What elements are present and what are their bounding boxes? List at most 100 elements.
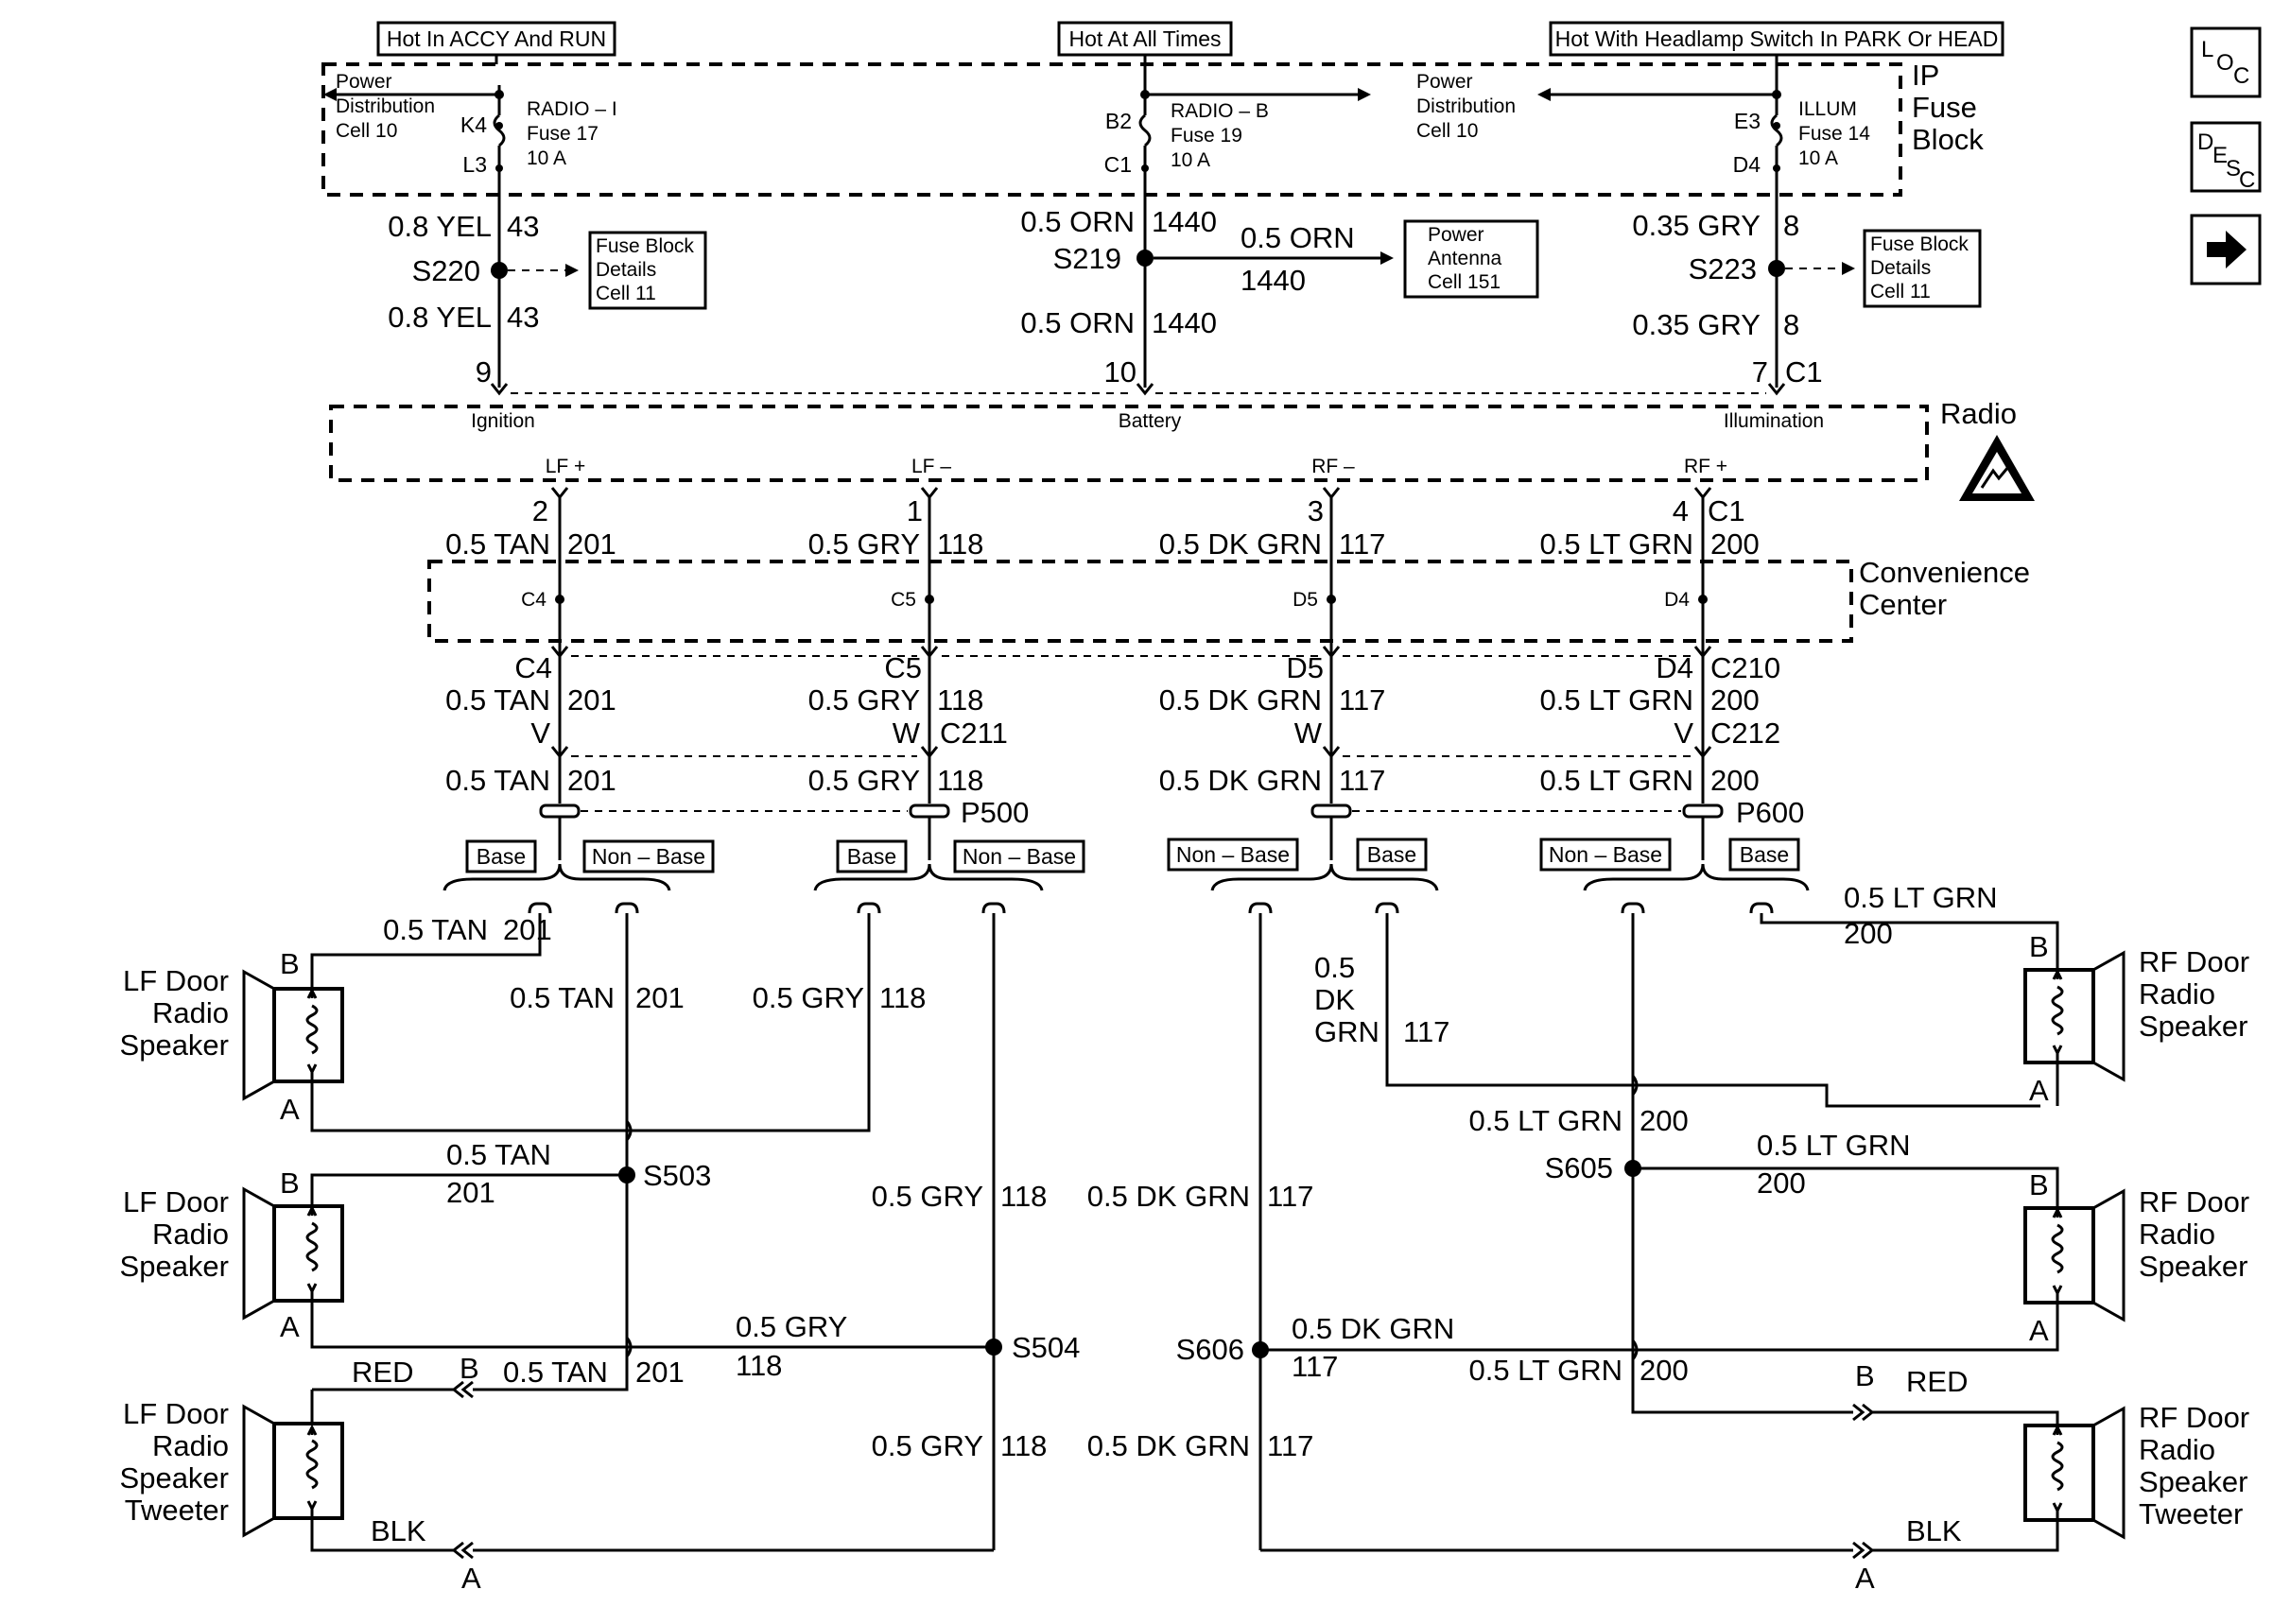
fuse14-name: ILLUM <box>1798 98 1857 120</box>
c212-label: C212 <box>1710 717 1780 750</box>
rf-tweeter-neg-terminal: A <box>1855 1562 1875 1595</box>
rf-neg-base-option: Base <box>1367 842 1416 867</box>
rf-neg-wire-color-2: 0.5 DK GRN <box>1159 683 1322 717</box>
lf-spk2-terminal-b: B <box>280 1166 300 1200</box>
c212-pin-v: V <box>1674 717 1693 750</box>
radio-input-illumination: Illumination <box>1724 410 1824 432</box>
power-antenna-ref-box-line: Cell 151 <box>1428 271 1501 293</box>
c210-pin-d5: D5 <box>1286 651 1324 684</box>
power-distribution-right-line: Distribution <box>1416 95 1516 117</box>
lf-spk2-terminal-a: A <box>280 1310 300 1343</box>
cc-pin-d4-inner: D4 <box>1664 589 1690 611</box>
lf-neg-circuit-1: 118 <box>937 527 983 561</box>
cc-pin-c5-inner: C5 <box>891 589 916 611</box>
rf-nonbase-neg-circuit-1: 117 <box>1267 1180 1313 1213</box>
fuse14-top-pin: E3 <box>1734 109 1761 133</box>
ill-circuit-top: 8 <box>1783 209 1799 242</box>
lf-pos-nonbase-option: Non – Base <box>592 844 705 869</box>
radio-output-rf-pos: RF + <box>1684 456 1727 477</box>
radio-output-lf-neg: LF – <box>911 456 951 477</box>
fuse17-rating: 10 A <box>527 147 566 169</box>
lf-nonbase-neg-wire-1: 0.5 GRY <box>872 1180 983 1213</box>
c211-label: C211 <box>940 717 1008 750</box>
ill-wire-color-bottom: 0.35 GRY <box>1632 308 1761 341</box>
lf-tweeter-neg-wire: BLK <box>371 1514 426 1547</box>
c210-pin-d4: D4 <box>1656 651 1693 684</box>
fuse19-top-pin: B2 <box>1105 109 1132 133</box>
s606-circuit: 117 <box>1292 1350 1338 1383</box>
radio-output-lf-pos: LF + <box>546 456 586 477</box>
c212-pin-w: W <box>1294 717 1323 750</box>
lf-nonbase-pos-circuit: 201 <box>635 981 685 1014</box>
rf-neg-circuit-2: 117 <box>1339 683 1385 717</box>
fuse17-name: RADIO – I <box>527 98 617 120</box>
lf-speaker-1 <box>242 969 344 1106</box>
rf-tweeter-neg-wire: BLK <box>1906 1514 1962 1547</box>
rf-spk2-terminal-b: B <box>2029 1168 2049 1201</box>
fuse-block-title-line: IP <box>1912 59 1939 92</box>
lf-tweeter <box>242 1404 344 1538</box>
cc-pin-c4-inner: C4 <box>521 589 547 611</box>
fuse17-number: Fuse 17 <box>527 123 599 145</box>
next-arrow-icon[interactable] <box>2190 214 2262 285</box>
lf-neg-nonbase-option: Non – Base <box>963 844 1076 869</box>
ill-wire-color-top: 0.35 GRY <box>1632 209 1761 242</box>
ill-connector: C1 <box>1785 355 1823 389</box>
rf-spk1-terminal-a: A <box>2029 1074 2049 1107</box>
lf-speaker-2-label-line: LF Door <box>123 1185 229 1218</box>
ill-ref-box-line: Fuse Block <box>1870 233 1969 255</box>
radio-output-connector: C1 <box>1708 494 1745 527</box>
rf-pos-circuit-1: 200 <box>1710 527 1760 561</box>
rf-pos-wire-color-1: 0.5 LT GRN <box>1539 527 1693 561</box>
rf-pos-circuit-3: 200 <box>1710 764 1760 797</box>
bat-wire-color-top: 0.5 ORN <box>1020 205 1135 238</box>
radio-output-rf-neg: RF – <box>1311 456 1355 477</box>
splice-s504-label: S504 <box>1012 1331 1080 1364</box>
fuse14-bottom-pin: D4 <box>1733 152 1761 177</box>
battery-source-label: Hot At All Times <box>1068 26 1221 51</box>
ign-wire-color-top: 0.8 YEL <box>388 210 492 243</box>
loc-icon[interactable]: L O C <box>2190 26 2262 98</box>
rf-tweeter-label-line: RF Door <box>2139 1401 2249 1434</box>
lf-base-neg-circuit: 118 <box>879 981 926 1014</box>
p500-label: P500 <box>961 796 1029 829</box>
ign-ref-box-line: Fuse Block <box>596 235 694 257</box>
power-antenna-ref-box-line: Power <box>1428 224 1484 246</box>
fuse-block-title-line: Block <box>1912 123 1984 156</box>
rf-speaker-2 <box>2023 1188 2126 1322</box>
rf-neg-wire-color-3: 0.5 DK GRN <box>1159 764 1322 797</box>
radio-input-battery: Battery <box>1119 410 1182 432</box>
lf-neg-circuit-3: 118 <box>937 764 983 797</box>
fuse14-rating: 10 A <box>1798 147 1838 169</box>
fuse19-name: RADIO – B <box>1171 100 1269 122</box>
lf-tweeter-pos-circuit: 201 <box>635 1356 685 1389</box>
rf-tweeter-pos-wire-color: 0.5 LT GRN <box>1468 1354 1622 1387</box>
bat-circuit-top: 1440 <box>1152 205 1217 238</box>
s606-wire-color: 0.5 DK GRN <box>1292 1312 1454 1345</box>
lf-speaker-2-label-line: Speaker <box>120 1250 229 1283</box>
rf-nonbase-pos-wire: 0.5 LT GRN <box>1468 1104 1622 1137</box>
power-distribution-left-line: Cell 10 <box>336 120 397 142</box>
desc-icon[interactable]: D E S C <box>2190 121 2262 193</box>
ill-circuit-bottom: 8 <box>1783 308 1799 341</box>
convenience-center-title-line: Center <box>1859 588 1947 621</box>
rf-base-pos-circuit: 200 <box>1844 917 1893 950</box>
fuse19-rating: 10 A <box>1171 149 1210 171</box>
rf-tweeter-label-line: Tweeter <box>2139 1497 2243 1530</box>
rf-tweeter-label-line: Speaker <box>2139 1465 2247 1498</box>
splice-s605-label: S605 <box>1545 1151 1613 1184</box>
s503-wire-color: 0.5 TAN <box>446 1138 551 1171</box>
lf-tweeter-pos-wire-color: 0.5 TAN <box>503 1356 608 1389</box>
rf-spk1-terminal-b: B <box>2029 930 2049 963</box>
c211-pin-v: V <box>530 717 550 750</box>
convenience-center-title-line: Convenience <box>1859 556 2030 589</box>
s605-circuit: 200 <box>1757 1166 1806 1200</box>
lf-pos-circuit-2: 201 <box>567 683 616 717</box>
